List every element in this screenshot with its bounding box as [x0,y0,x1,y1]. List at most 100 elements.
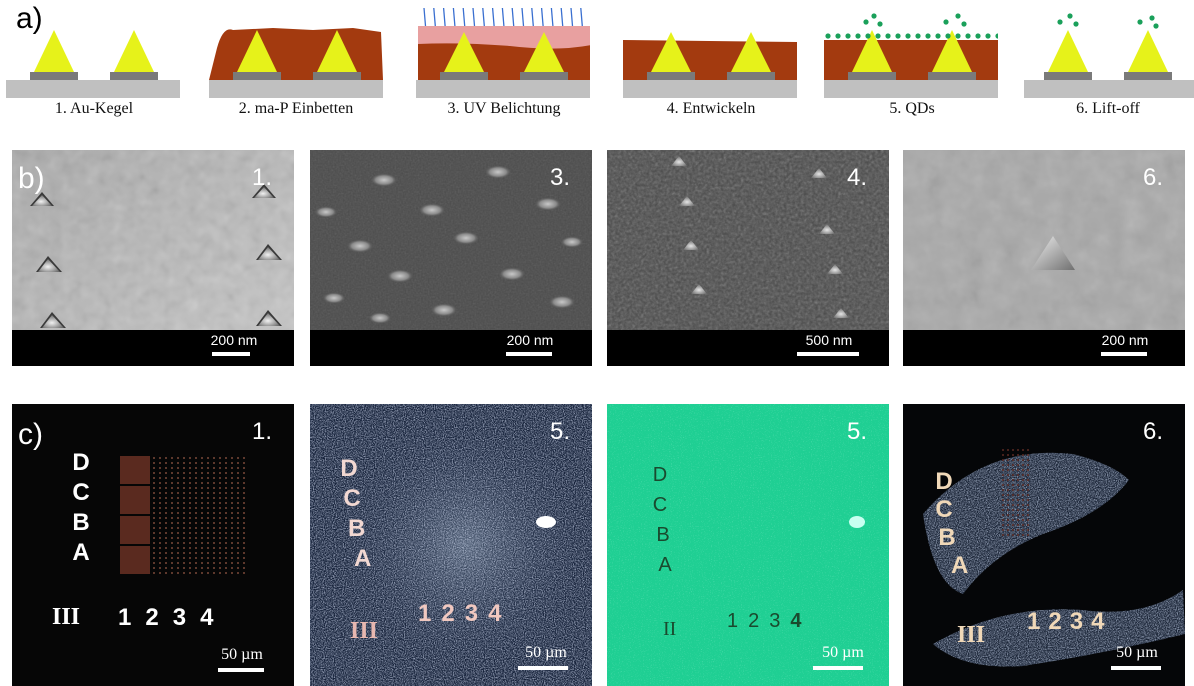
array-dot [195,547,197,549]
array-dot [195,512,197,514]
array-dot [1017,489,1019,491]
array-dot [237,482,239,484]
array-dot [1017,449,1019,451]
array-dot [165,542,167,544]
array-dot [1022,514,1024,516]
schematic-step-6: 6. Lift-off [1014,0,1194,150]
array-dot [201,557,203,559]
array-dot [219,467,221,469]
array-dot [183,492,185,494]
array-dot [207,502,209,504]
array-dot [1022,494,1024,496]
array-dot [1022,479,1024,481]
roman-numeral: III [350,618,379,644]
number-3: 3 [1069,608,1092,635]
array-dot [225,462,227,464]
array-dot [213,512,215,514]
array-dot [195,457,197,459]
array-dot [243,467,245,469]
marker-field-pads [120,456,150,574]
array-dot [207,522,209,524]
sem-info-bar [310,330,592,366]
quantum-dot [975,33,981,39]
array-dot [201,512,203,514]
uv-rays [423,7,590,27]
array-dot [165,552,167,554]
array-dot [1022,534,1024,536]
resist-covered-cones [314,165,584,324]
array-dot [201,492,203,494]
number-4: 4 [1091,608,1113,635]
array-dot [177,522,179,524]
array-dot [177,562,179,564]
array-dot [243,507,245,509]
array-dot [189,497,191,499]
array-dot [219,517,221,519]
scale-bar [1101,352,1147,356]
quantum-dot [935,33,941,39]
array-dot [1007,524,1009,526]
array-dot [231,527,233,529]
array-dot [189,557,191,559]
array-dot [159,562,161,564]
array-dot [177,497,179,499]
quantum-dot [905,33,911,39]
array-dot [171,492,173,494]
array-dot [183,467,185,469]
array-dot [225,467,227,469]
number-1: 1 [1027,608,1049,635]
array-dot [1027,489,1029,491]
array-dot [165,522,167,524]
array-dot [159,527,161,529]
array-dot [243,462,245,464]
array-dot [1017,529,1019,531]
array-dot [1002,449,1004,451]
array-dot [225,477,227,479]
array-dot [195,497,197,499]
array-dot [213,507,215,509]
letter-c: C [72,479,90,506]
array-dot [1012,454,1014,456]
schematic-step-6-drawing [1024,13,1194,98]
array-dot [207,547,209,549]
array-dot [1002,479,1004,481]
uv-ray [540,7,544,27]
array-dot [177,457,179,459]
array-dot [183,462,185,464]
array-dot [213,472,215,474]
quantum-dot [835,33,841,39]
array-dot [153,477,155,479]
array-dot [189,487,191,489]
array-dot [1007,514,1009,516]
array-dot [153,517,155,519]
sem-image-1: 200 nm 1. [12,150,294,366]
schematic-step-1: 1. Au-Kegel [0,0,180,150]
array-dot [153,487,155,489]
array-dot [231,547,233,549]
array-dot [183,547,185,549]
array-dot [177,487,179,489]
array-dot [177,507,179,509]
array-dot [1012,459,1014,461]
schematic-step-5-drawing [824,13,998,98]
optical-image-1: D C B A III 1234 50 µm 1. [12,404,294,686]
array-dot [207,537,209,539]
array-dot [195,472,197,474]
array-dot [231,552,233,554]
number-1: 1 [418,600,442,627]
array-dot [1002,514,1004,516]
array-dot [207,527,209,529]
array-dot [243,477,245,479]
row-letters: D C B A [336,454,371,574]
array-dot [219,547,221,549]
sem-image-4: 200 nm 6. [903,150,1185,366]
array-dot [165,527,167,529]
array-dot [213,467,215,469]
array-dot [1012,524,1014,526]
array-dot [1022,484,1024,486]
scale-bar [218,668,264,672]
panel-label-c: c) [18,418,43,451]
uv-ray [560,7,564,27]
array-dot [183,567,185,569]
array-dot [189,517,191,519]
